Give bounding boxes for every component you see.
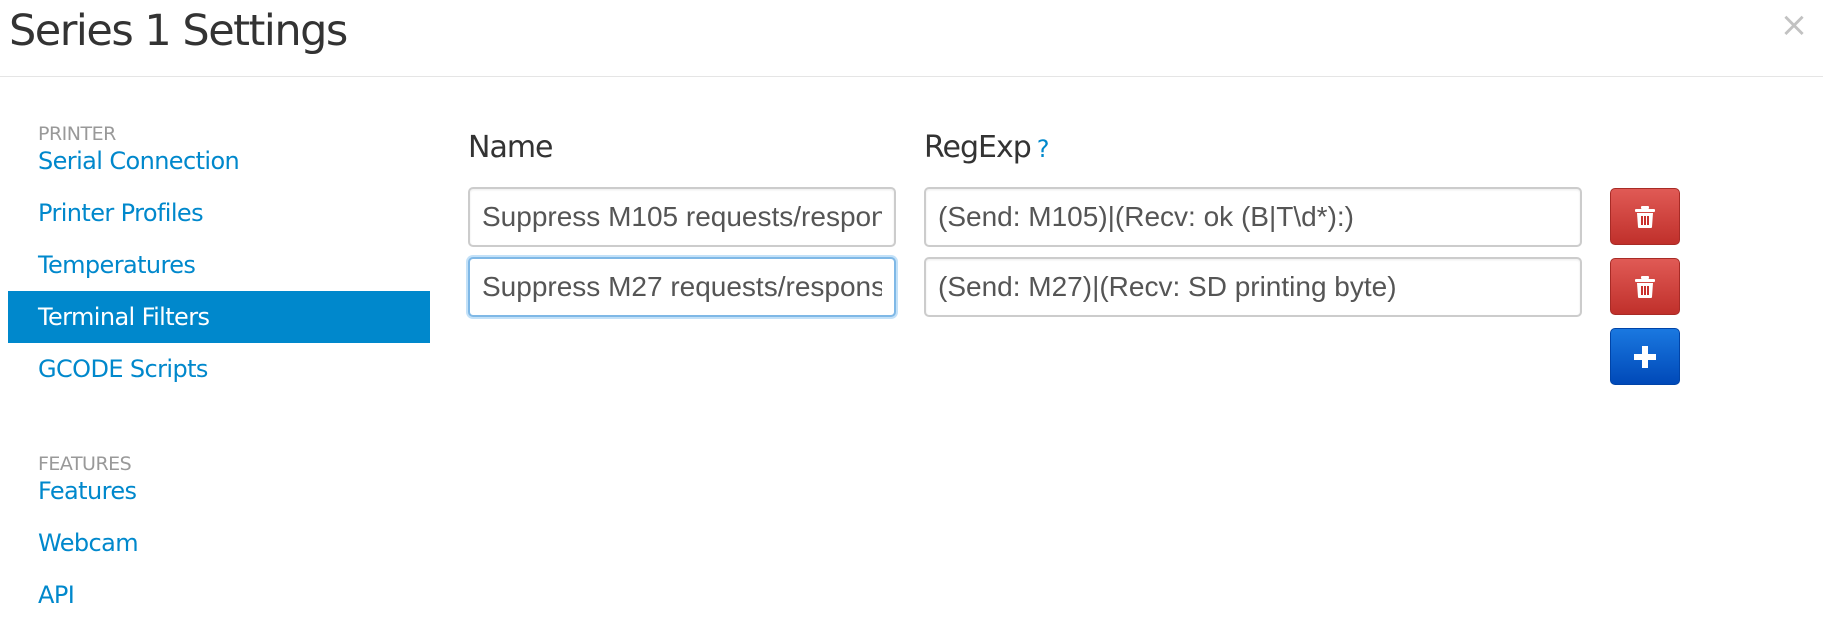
delete-filter-button[interactable] bbox=[1610, 188, 1680, 245]
settings-sidebar: PRINTER Serial Connection Printer Profil… bbox=[0, 77, 430, 640]
regexp-help-link[interactable]: ? bbox=[1036, 135, 1050, 163]
sidebar-item-features[interactable]: Features bbox=[38, 477, 137, 505]
sidebar-item-gcode-scripts[interactable]: GCODE Scripts bbox=[38, 355, 208, 383]
name-column-text: Name bbox=[468, 130, 554, 165]
filter-regexp-input[interactable] bbox=[924, 187, 1582, 247]
sidebar-item-terminal-filters[interactable]: Terminal Filters bbox=[8, 291, 430, 343]
trash-icon bbox=[1635, 205, 1655, 228]
add-filter-button[interactable] bbox=[1610, 328, 1680, 385]
filter-name-input[interactable] bbox=[468, 187, 896, 247]
close-icon[interactable]: × bbox=[1779, 5, 1809, 45]
sidebar-item-api[interactable]: API bbox=[38, 581, 75, 609]
regexp-column-text: RegExp bbox=[924, 130, 1032, 165]
filter-regexp-input[interactable] bbox=[924, 257, 1582, 317]
sidebar-item-printer-profiles[interactable]: Printer Profiles bbox=[38, 199, 204, 227]
name-column-label: Name bbox=[468, 128, 554, 168]
filter-name-input[interactable] bbox=[468, 257, 896, 317]
nav-header-printer: PRINTER bbox=[38, 123, 116, 145]
nav-header-features: FEATURES bbox=[38, 453, 132, 475]
sidebar-item-webcam[interactable]: Webcam bbox=[38, 529, 139, 557]
regexp-column-label: RegExp? bbox=[924, 128, 1050, 169]
dialog-header: Series 1 Settings × bbox=[0, 0, 1823, 77]
trash-icon bbox=[1635, 275, 1655, 298]
delete-filter-button[interactable] bbox=[1610, 258, 1680, 315]
sidebar-item-serial-connection[interactable]: Serial Connection bbox=[38, 147, 240, 175]
dialog-title: Series 1 Settings bbox=[9, 6, 348, 56]
plus-icon bbox=[1634, 345, 1656, 368]
sidebar-item-temperatures[interactable]: Temperatures bbox=[38, 251, 196, 279]
